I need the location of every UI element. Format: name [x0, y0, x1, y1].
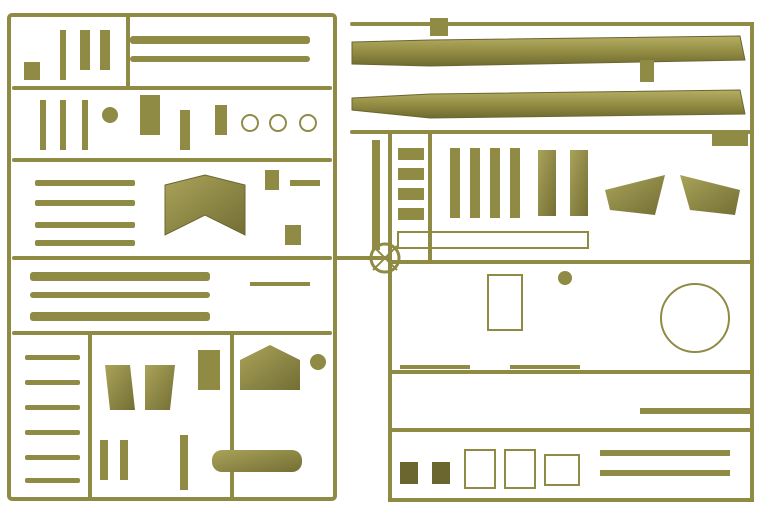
- small-parts-row2: [40, 95, 317, 150]
- rods-top: [24, 30, 310, 80]
- small-parts-row3: [35, 170, 320, 246]
- right-frame: [333, 22, 754, 502]
- right-panel-parts: [397, 148, 750, 489]
- barrels: [30, 272, 310, 321]
- ammo-rows: [25, 355, 80, 483]
- figure: [212, 450, 302, 472]
- central-gate: [369, 140, 401, 274]
- rotor-blades: [351, 18, 748, 146]
- bottom-middle-parts: [100, 345, 326, 490]
